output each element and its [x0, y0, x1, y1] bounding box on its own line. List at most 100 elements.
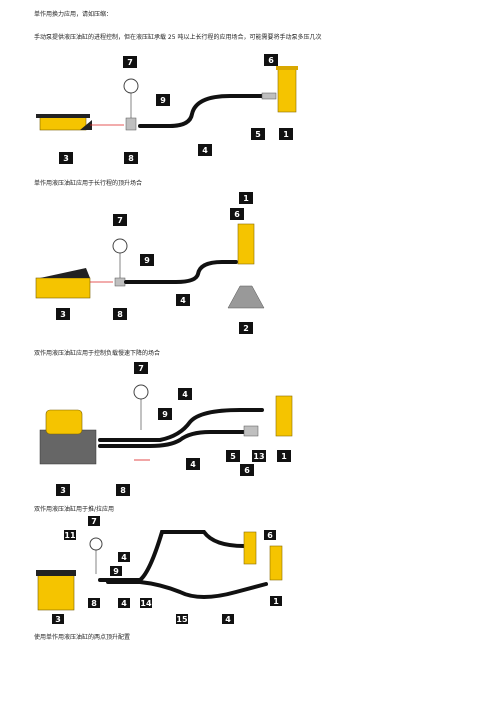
- svg-text:9: 9: [144, 256, 150, 265]
- label-tag: 6: [264, 54, 278, 66]
- svg-text:6: 6: [268, 56, 274, 65]
- hand-pump-icon: [36, 114, 92, 131]
- electric-pump-icon: [35, 268, 91, 299]
- label-tag: 7: [134, 362, 148, 374]
- hose: [98, 530, 246, 582]
- hose: [138, 94, 264, 128]
- cylinder: [275, 395, 293, 437]
- label-tag: 6: [264, 530, 276, 540]
- svg-text:8: 8: [120, 486, 126, 495]
- svg-text:15: 15: [176, 615, 188, 624]
- svg-text:3: 3: [55, 615, 61, 624]
- hose: [124, 260, 238, 284]
- label-tag: 7: [113, 214, 127, 226]
- svg-text:4: 4: [121, 599, 127, 608]
- svg-text:4: 4: [190, 460, 196, 469]
- label-tag: 5: [226, 450, 240, 462]
- svg-text:4: 4: [202, 146, 208, 155]
- label-tag: 11: [64, 530, 76, 540]
- hose: [106, 580, 268, 599]
- svg-text:1: 1: [243, 194, 249, 203]
- svg-text:9: 9: [113, 567, 119, 576]
- diagram-double-acting-controlled-lowering: 7 4 9 5 13 6 1 3 8 4: [39, 362, 293, 496]
- gauge-icon: [123, 78, 139, 94]
- svg-text:1: 1: [273, 597, 279, 606]
- hose: [98, 408, 264, 442]
- svg-text:11: 11: [64, 531, 76, 540]
- label-tag: 5: [251, 128, 265, 140]
- svg-text:7: 7: [117, 216, 123, 225]
- svg-text:7: 7: [91, 517, 97, 526]
- header-line-2: 手动泵提供液压油缸的进程控制，但在液压缸承载 25 吨以上长行程的应用场合，可能…: [34, 34, 322, 41]
- label-tag: 3: [56, 484, 70, 496]
- label-tag: 1: [239, 192, 253, 204]
- svg-text:5: 5: [230, 452, 236, 461]
- svg-text:6: 6: [234, 210, 240, 219]
- diagram-single-acting-lifting: 1 6 7 9 4 3 8 2: [35, 192, 265, 334]
- label-tag: 6: [240, 464, 254, 476]
- diagram-two-point-lifting: 7 11 4 9 6 3 8 4 14 15 4 1: [36, 516, 283, 624]
- label-tag: 9: [140, 254, 154, 266]
- svg-text:1: 1: [283, 130, 289, 139]
- label-tag: 8: [124, 152, 138, 164]
- label-tag: 8: [88, 598, 100, 608]
- diagram-single-acting-long-stroke: 7 6 9 5 1 3 8 4: [36, 54, 298, 164]
- caption-2: 双作用液压油缸应用于控制负载慢速下降的场合: [34, 350, 161, 357]
- label-tag: 7: [123, 56, 137, 68]
- cylinder: [269, 545, 283, 581]
- gauge-icon: [89, 537, 103, 551]
- label-tag: 3: [59, 152, 73, 164]
- svg-text:4: 4: [225, 615, 231, 624]
- cylinder: [243, 531, 257, 565]
- label-tag: 1: [279, 128, 293, 140]
- electric-pump-icon: [39, 409, 97, 465]
- svg-text:7: 7: [138, 364, 144, 373]
- svg-text:4: 4: [182, 390, 188, 399]
- label-tag: 9: [158, 408, 172, 420]
- label-tag: 14: [140, 598, 152, 608]
- svg-text:8: 8: [128, 154, 134, 163]
- svg-text:3: 3: [60, 310, 66, 319]
- svg-text:13: 13: [253, 452, 264, 461]
- label-tag: 8: [116, 484, 130, 496]
- label-tag: 2: [239, 322, 253, 334]
- cylinder: [237, 223, 255, 265]
- svg-text:7: 7: [127, 58, 133, 67]
- svg-text:9: 9: [162, 410, 168, 419]
- svg-text:9: 9: [160, 96, 166, 105]
- svg-text:14: 14: [140, 599, 152, 608]
- label-tag: 4: [178, 388, 192, 400]
- gauge-icon: [112, 238, 128, 254]
- gauge-icon: [133, 384, 149, 400]
- label-tag: 6: [230, 208, 244, 220]
- svg-text:4: 4: [180, 296, 186, 305]
- svg-text:8: 8: [91, 599, 97, 608]
- label-tag: 4: [118, 598, 130, 608]
- svg-text:2: 2: [243, 324, 249, 333]
- label-tag: 3: [56, 308, 70, 320]
- svg-text:3: 3: [60, 486, 66, 495]
- svg-text:3: 3: [63, 154, 69, 163]
- svg-text:4: 4: [121, 553, 127, 562]
- base-stand: [227, 285, 265, 309]
- electric-pump-icon: [36, 570, 76, 611]
- label-tag: 13: [252, 450, 266, 462]
- label-tag: 1: [270, 596, 282, 606]
- label-tag: 1: [277, 450, 291, 462]
- label-tag: 4: [176, 294, 190, 306]
- caption-4: 使用单作用液压油缸的两点顶升配置: [34, 634, 131, 641]
- svg-text:1: 1: [281, 452, 287, 461]
- label-tag: 4: [198, 144, 212, 156]
- caption-1: 单作用液压油缸应用于长行程的顶升场合: [34, 180, 143, 187]
- caption-3: 双作用液压油缸用于推/拉应用: [34, 506, 115, 513]
- label-tag: 15: [176, 614, 188, 624]
- hose: [98, 430, 246, 448]
- label-tag: 4: [118, 552, 130, 562]
- label-tag: 3: [52, 614, 64, 624]
- svg-text:6: 6: [267, 531, 273, 540]
- label-tag: 8: [113, 308, 127, 320]
- label-tag: 4: [222, 614, 234, 624]
- svg-text:5: 5: [255, 130, 261, 139]
- svg-text:8: 8: [117, 310, 123, 319]
- label-tag: 9: [156, 94, 170, 106]
